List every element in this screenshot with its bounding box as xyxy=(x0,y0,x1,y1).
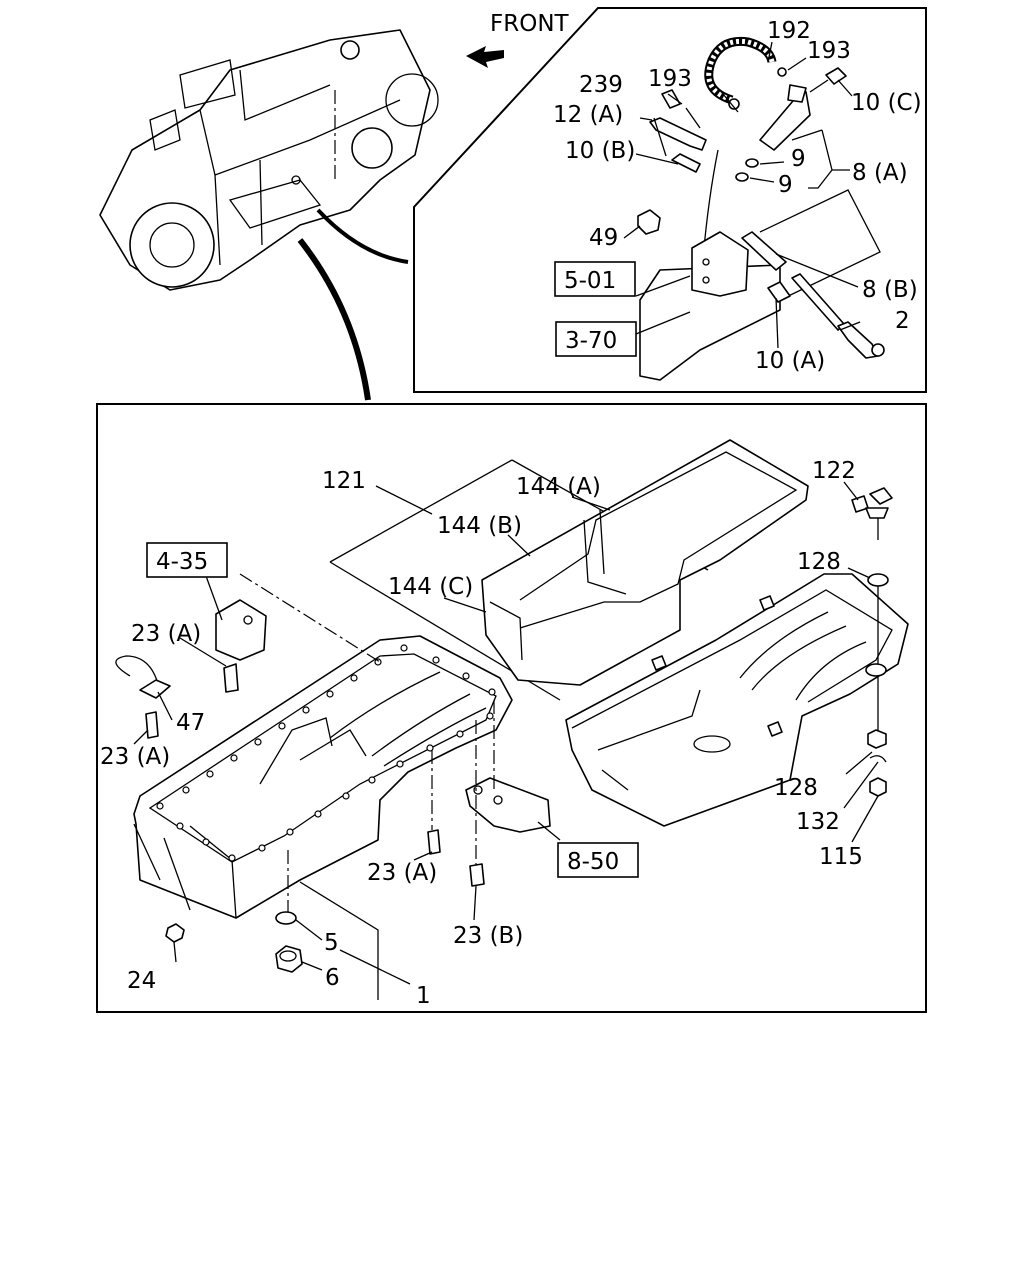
callout-132: 132 xyxy=(796,809,840,835)
oil-pan-upper xyxy=(565,573,909,827)
callout-2: 2 xyxy=(895,308,910,334)
callout-192: 192 xyxy=(767,18,811,44)
callout-8a: 8 (A) xyxy=(852,160,908,186)
callout-115: 115 xyxy=(819,844,863,870)
callout-9: 9 xyxy=(791,146,806,172)
baffle-plates xyxy=(329,439,809,701)
pan-hardware xyxy=(115,487,893,887)
callout-6: 6 xyxy=(325,965,340,991)
callout-23a: 23 (A) xyxy=(131,621,201,647)
callout-9: 9 xyxy=(778,172,793,198)
callout-10c: 10 (C) xyxy=(851,90,922,116)
ref-8-50-box xyxy=(557,842,639,878)
callout-128: 128 xyxy=(797,549,841,575)
callout-1: 1 xyxy=(416,983,431,1009)
ref-3-70: 3-70 xyxy=(565,328,617,354)
callout-121: 121 xyxy=(322,468,366,494)
callout-10b: 10 (B) xyxy=(565,138,635,164)
dipstick-assembly xyxy=(637,36,885,381)
callout-12a: 12 (A) xyxy=(553,102,623,128)
front-arrow-icon xyxy=(466,46,504,68)
callout-144a: 144 (A) xyxy=(516,474,601,500)
callout-239: 239 xyxy=(579,72,623,98)
oil-pan-panel-frame xyxy=(96,403,927,1013)
detail-inset-frame xyxy=(413,7,927,393)
callout-23b: 23 (B) xyxy=(453,923,523,949)
callout-193: 193 xyxy=(648,66,692,92)
callout-122: 122 xyxy=(812,458,856,484)
callout-labels: 192 193 239 193 12 (A) 10 (C) 10 (B) 9 9… xyxy=(100,18,922,1009)
panel-leader-lines xyxy=(133,481,879,1000)
callout-10a: 10 (A) xyxy=(755,348,825,374)
callout-5: 5 xyxy=(324,930,339,956)
engine-overview xyxy=(99,29,439,401)
callout-8b: 8 (B) xyxy=(862,277,918,303)
callout-49: 49 xyxy=(589,225,618,251)
ref-5-01: 5-01 xyxy=(564,268,616,294)
callout-144c: 144 (C) xyxy=(388,574,473,600)
callout-23a: 23 (A) xyxy=(367,860,437,886)
ref-3-70-box xyxy=(555,321,637,357)
callout-24: 24 xyxy=(127,968,156,994)
callout-47: 47 xyxy=(176,710,205,736)
callout-144b: 144 (B) xyxy=(437,513,522,539)
oil-pan-lower xyxy=(133,635,513,973)
ref-4-35: 4-35 xyxy=(156,549,208,575)
front-label: FRONT xyxy=(490,11,570,37)
callout-128: 128 xyxy=(774,775,818,801)
inset-leader-lines xyxy=(623,41,861,349)
section-references: 5-01 3-70 4-35 8-50 xyxy=(146,261,639,878)
callout-193: 193 xyxy=(807,38,851,64)
ref-8-50: 8-50 xyxy=(567,849,619,875)
front-indicator: FRONT xyxy=(466,11,570,68)
callout-23a: 23 (A) xyxy=(100,744,170,770)
ref-5-01-box xyxy=(554,261,636,297)
ref-4-35-box xyxy=(146,542,228,578)
